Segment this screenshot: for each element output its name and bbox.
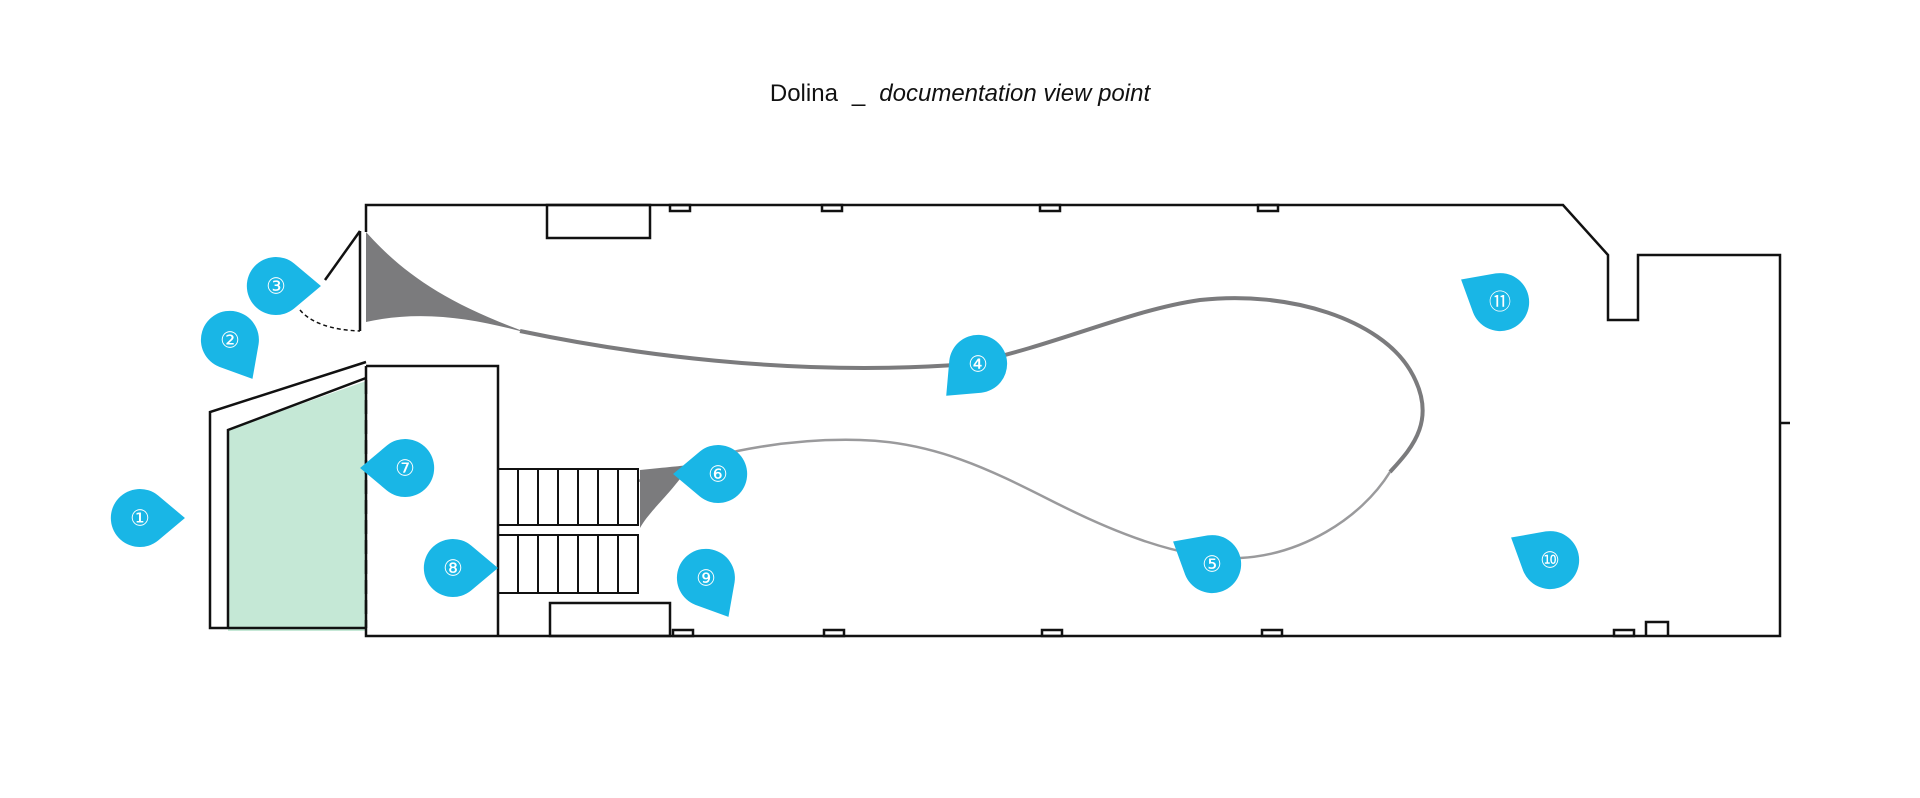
title-subtitle: documentation view point xyxy=(879,80,1151,107)
marker-label: ⑨ xyxy=(696,567,716,592)
marker-label: ⑤ xyxy=(1202,553,1222,578)
marker-label: ⑧ xyxy=(443,557,463,582)
marker-label: ③ xyxy=(266,275,286,300)
marker-label: ① xyxy=(130,507,150,532)
view-point-marker-6[interactable]: ⑥ xyxy=(673,445,748,503)
marker-label: ④ xyxy=(968,353,988,378)
title-separator: _ xyxy=(851,80,866,107)
marker-pin-icon xyxy=(246,257,321,315)
green-room xyxy=(228,381,366,631)
view-point-marker-2[interactable]: ② xyxy=(190,300,277,393)
marker-label: ② xyxy=(220,329,240,354)
main-outer-wall xyxy=(364,203,1782,638)
marker-pin-icon xyxy=(1511,531,1580,590)
view-point-marker-1[interactable]: ① xyxy=(110,489,185,547)
top-alcove xyxy=(545,203,652,240)
membrane-lower-ribbon xyxy=(637,438,1392,560)
marker-label: ⑥ xyxy=(708,463,728,488)
membrane-sculpture xyxy=(366,232,1425,560)
view-point-marker-11[interactable]: ⑪ xyxy=(1447,254,1540,341)
stair-flight-lower xyxy=(497,534,639,594)
view-point-marker-10[interactable]: ⑩ xyxy=(1497,512,1590,599)
bottom-right-notch xyxy=(1644,620,1670,636)
view-point-marker-5[interactable]: ⑤ xyxy=(1159,516,1252,603)
view-point-marker-3[interactable]: ③ xyxy=(246,257,321,315)
left-room-inner xyxy=(226,376,367,628)
view-point-markers: ① ② ③ ④ ⑤ ⑥ ⑦ ⑧ ⑨ ⑩ ⑪ xyxy=(110,254,1590,631)
door-swing xyxy=(299,309,361,332)
entrance-angle xyxy=(323,230,362,281)
membrane-lower-left xyxy=(640,465,690,528)
marker-pin-icon xyxy=(1461,273,1530,332)
marker-pin-icon xyxy=(676,548,735,617)
stair-treads xyxy=(517,469,619,593)
view-point-marker-8[interactable]: ⑧ xyxy=(423,539,498,597)
marker-label: ⑩ xyxy=(1540,549,1560,574)
center-room-wall xyxy=(366,364,500,636)
marker-pin-icon xyxy=(673,445,748,503)
marker-label: ⑦ xyxy=(395,457,415,482)
membrane-upper-left xyxy=(366,232,520,331)
title-main: Dolina xyxy=(769,80,838,107)
left-room-outer xyxy=(208,360,367,630)
bottom-alcove xyxy=(548,601,672,638)
marker-label: ⑪ xyxy=(1489,291,1511,316)
marker-pin-icon xyxy=(1173,535,1242,594)
view-point-marker-9[interactable]: ⑨ xyxy=(666,538,753,631)
view-point-marker-7[interactable]: ⑦ xyxy=(360,439,435,497)
pillars-bottom xyxy=(671,628,1636,638)
marker-pin-icon xyxy=(360,439,435,497)
diagram-title: Dolina _ documentation view point xyxy=(0,80,1920,108)
marker-pin-icon xyxy=(200,310,259,379)
walls xyxy=(208,203,1790,638)
stair-flight-upper xyxy=(497,468,639,526)
stairs xyxy=(497,468,639,594)
marker-pin-icon xyxy=(110,489,185,547)
marker-pin-icon xyxy=(946,334,1008,396)
marker-pin-icon xyxy=(423,539,498,597)
membrane-upper-ribbon xyxy=(519,296,1425,474)
pillars-top xyxy=(668,203,1280,213)
view-point-marker-4[interactable]: ④ xyxy=(926,323,1019,416)
